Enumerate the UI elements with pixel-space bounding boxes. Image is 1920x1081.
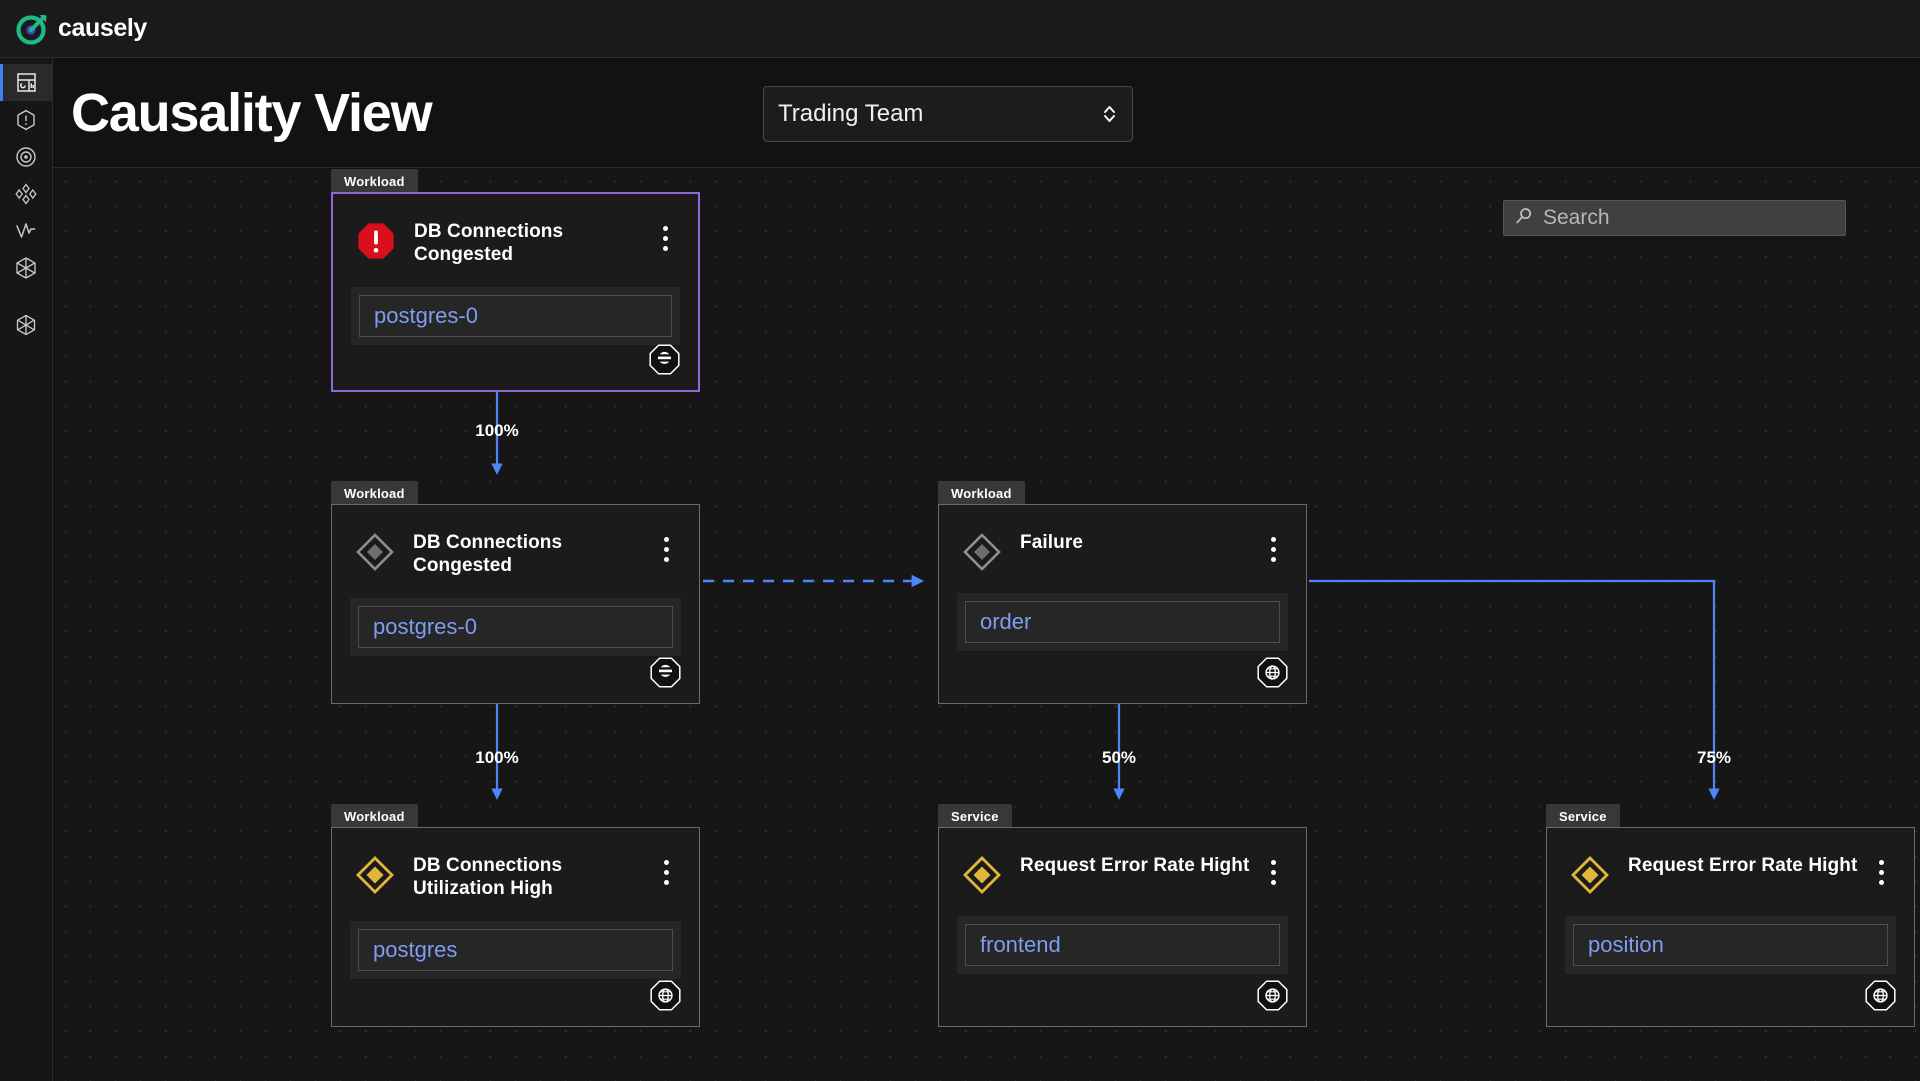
causality-graph-canvas[interactable]: 100% 100% 50% 75% Workload DB Connection…: [53, 169, 1920, 1081]
workload-hexagon-icon: [648, 343, 681, 376]
team-select-value: Trading Team: [778, 100, 924, 127]
node-title: Request Error Rate Hight: [1628, 855, 1858, 876]
graph-node-db-connections-utilization-high[interactable]: Workload DB Connections Utilization High…: [331, 804, 700, 1027]
node-chip-wrap: postgres-0: [351, 286, 680, 345]
node-body[interactable]: Request Error Rate Hight position: [1546, 827, 1915, 1027]
node-type-tab: Service: [1546, 804, 1620, 828]
node-type-tab: Service: [938, 804, 1012, 828]
node-menu-button[interactable]: [655, 854, 677, 885]
brand-name: causely: [58, 14, 147, 42]
node-entity-chip[interactable]: postgres-0: [358, 605, 673, 648]
node-body[interactable]: Request Error Rate Hight frontend: [938, 827, 1307, 1027]
graph-node-db-connections-congested[interactable]: Workload DB Connections Congested postgr…: [331, 481, 700, 704]
graph-node-db-connections-congested-critical[interactable]: Workload DB Connections Congested postgr…: [331, 169, 700, 392]
diamond-warning-icon: [354, 854, 396, 896]
settings-hexagon-icon: [14, 313, 38, 337]
node-menu-button[interactable]: [655, 531, 677, 562]
node-body[interactable]: DB Connections Utilization High postgres: [331, 827, 700, 1027]
node-menu-button[interactable]: [654, 220, 676, 251]
node-title: DB Connections Congested: [414, 221, 564, 266]
page-title: Causality View: [71, 82, 433, 143]
globe-hexagon-icon: [1256, 979, 1289, 1012]
diamond-outline-icon: [961, 531, 1003, 573]
node-chip-wrap: postgres-0: [350, 597, 681, 656]
node-entity-chip[interactable]: position: [1573, 924, 1888, 966]
four-diamonds-icon: [14, 182, 38, 206]
globe-hexagon-icon: [1256, 656, 1289, 689]
sidebar-item-dashboard[interactable]: [0, 64, 53, 101]
target-circle-icon: [15, 146, 37, 168]
node-chip-wrap: order: [957, 593, 1288, 651]
edge-label-n2-n4: 100%: [475, 748, 519, 767]
node-header: DB Connections Congested: [332, 505, 699, 578]
sidebar-item-kubernetes[interactable]: [0, 249, 53, 286]
brand-logo[interactable]: causely: [16, 12, 147, 45]
node-entity-chip[interactable]: postgres-0: [359, 294, 672, 337]
left-nav-rail: [0, 58, 53, 1081]
node-type-tab: Workload: [331, 169, 418, 193]
workload-hexagon-icon: [649, 656, 682, 689]
page-header: Causality View Trading Team: [53, 58, 1920, 168]
globe-hexagon-icon: [649, 979, 682, 1012]
graph-node-request-error-rate-frontend[interactable]: Service Request Error Rate Hight fronten…: [938, 804, 1307, 1027]
node-header: Request Error Rate Hight: [939, 828, 1306, 896]
edge-label-n3-n6: 75%: [1696, 748, 1732, 767]
globe-hexagon-icon: [1864, 979, 1897, 1012]
sidebar-item-metrics[interactable]: [0, 212, 53, 249]
sidebar-item-settings[interactable]: [0, 306, 53, 343]
node-header: Failure: [939, 505, 1306, 573]
diamond-outline-icon: [354, 531, 396, 573]
diamond-warning-icon: [1569, 854, 1611, 896]
node-type-tab: Workload: [331, 804, 418, 828]
kubernetes-hexagon-icon: [14, 256, 38, 280]
top-bar: causely: [0, 0, 1920, 58]
sidebar-item-topology[interactable]: [0, 175, 53, 212]
node-entity-chip[interactable]: order: [965, 601, 1280, 643]
node-type-tab: Workload: [331, 481, 418, 505]
node-body[interactable]: DB Connections Congested postgres-0: [331, 192, 700, 392]
exclamation-hexagon-icon: [15, 109, 37, 131]
diamond-warning-icon: [961, 854, 1003, 896]
node-title: DB Connections Utilization High: [413, 855, 563, 900]
sidebar-item-alerts[interactable]: [0, 101, 53, 138]
search-placeholder[interactable]: Search: [1543, 206, 1610, 229]
team-select[interactable]: Trading Team: [763, 86, 1133, 142]
critical-exclamation-octagon-icon: [355, 220, 397, 262]
edge-label-n1-n2: 100%: [475, 421, 519, 440]
node-header: DB Connections Congested: [333, 194, 698, 267]
node-chip-wrap: position: [1565, 916, 1896, 974]
node-menu-button[interactable]: [1262, 854, 1284, 885]
node-type-tab: Workload: [938, 481, 1025, 505]
sidebar-item-targets[interactable]: [0, 138, 53, 175]
node-entity-chip[interactable]: postgres: [358, 928, 673, 971]
node-title: DB Connections Congested: [413, 532, 563, 577]
node-menu-button[interactable]: [1262, 531, 1284, 562]
node-title: Request Error Rate Hight: [1020, 855, 1250, 876]
node-chip-wrap: frontend: [957, 916, 1288, 974]
causely-target-logo-icon: [16, 12, 49, 45]
waveform-icon: [14, 220, 38, 242]
chevron-updown-icon: [1101, 101, 1118, 127]
node-entity-chip[interactable]: frontend: [965, 924, 1280, 966]
graph-node-request-error-rate-position[interactable]: Service Request Error Rate Hight positio…: [1546, 804, 1915, 1027]
search-box[interactable]: Search: [1503, 200, 1846, 236]
node-header: DB Connections Utilization High: [332, 828, 699, 901]
node-menu-button[interactable]: [1870, 854, 1892, 885]
edge-label-n3-n5: 50%: [1101, 748, 1137, 767]
node-chip-wrap: postgres: [350, 920, 681, 979]
search-icon: [1514, 206, 1534, 231]
node-body[interactable]: DB Connections Congested postgres-0: [331, 504, 700, 704]
graph-node-failure[interactable]: Workload Failure order: [938, 481, 1307, 704]
node-header: Request Error Rate Hight: [1547, 828, 1914, 896]
node-title: Failure: [1020, 532, 1083, 553]
node-body[interactable]: Failure order: [938, 504, 1307, 704]
dashboard-grid-icon: [16, 72, 37, 93]
